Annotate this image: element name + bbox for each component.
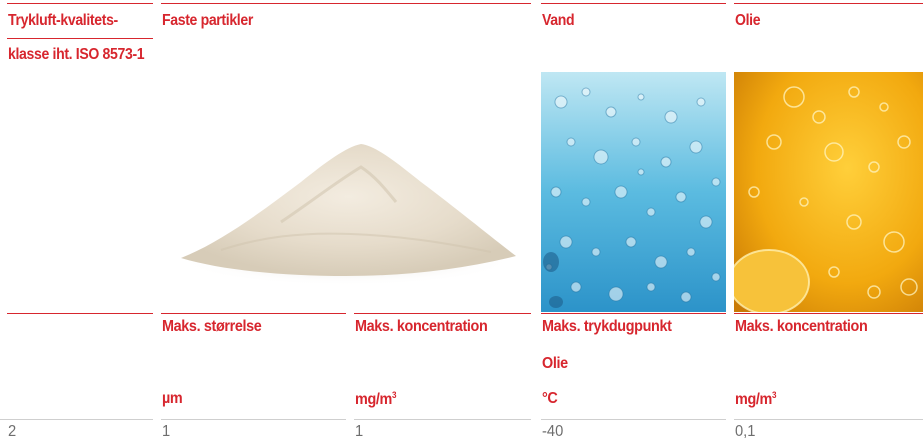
water-droplets-image bbox=[541, 72, 726, 312]
top-line-class bbox=[7, 3, 153, 4]
oil-concentration-unit-base: mg/m bbox=[735, 391, 772, 408]
oil-bubbles-image bbox=[734, 72, 923, 312]
max-concentration-oil-label: Maks. koncentration bbox=[735, 318, 868, 335]
max-size-value: 1 bbox=[162, 423, 171, 440]
oil-header: Olie bbox=[735, 12, 761, 29]
class-header-line2: klasse iht. ISO 8573-1 bbox=[8, 46, 145, 63]
mid-line-class bbox=[7, 313, 153, 314]
row-divider-dewpoint bbox=[541, 419, 726, 420]
oil-concentration-unit-exp: 3 bbox=[771, 390, 777, 400]
mid-line-dewpoint bbox=[541, 313, 726, 314]
particle-concentration-unit-exp: 3 bbox=[391, 390, 397, 400]
max-pressure-dewpoint-label: Maks. trykdugpunkt bbox=[542, 318, 672, 335]
row-divider-oil-conc bbox=[734, 419, 923, 420]
max-size-label: Maks. størrelse bbox=[162, 318, 262, 335]
particle-concentration-unit-base: mg/m bbox=[355, 391, 392, 408]
dewpoint-value: -40 bbox=[542, 423, 564, 440]
water-header: Vand bbox=[542, 12, 575, 29]
oil-row-label: Olie bbox=[542, 355, 568, 372]
class-value: 2 bbox=[8, 423, 17, 440]
top-line-water bbox=[541, 3, 726, 4]
powder-pile-image bbox=[161, 72, 531, 312]
mid-line-size bbox=[161, 313, 346, 314]
row-divider-size bbox=[161, 419, 346, 420]
top-line-particles bbox=[161, 3, 531, 4]
oil-concentration-value: 0,1 bbox=[735, 423, 756, 440]
solid-particles-header: Faste partikler bbox=[162, 12, 253, 29]
mid-line-particle-conc bbox=[354, 313, 531, 314]
row-divider-particle-conc bbox=[354, 419, 531, 420]
class-header-line1: Trykluft-kvalitets- bbox=[8, 12, 118, 29]
size-unit: µm bbox=[162, 390, 183, 407]
class-header-divider bbox=[7, 38, 153, 39]
max-concentration-value: 1 bbox=[355, 423, 364, 440]
dewpoint-unit: °C bbox=[542, 390, 558, 407]
mid-line-oil-conc bbox=[734, 313, 923, 314]
oil-concentration-unit: mg/m3 bbox=[735, 390, 776, 409]
particle-concentration-unit: mg/m3 bbox=[355, 390, 396, 409]
row-divider-class bbox=[0, 419, 153, 420]
max-concentration-particles-label: Maks. koncentration bbox=[355, 318, 488, 335]
top-line-oil bbox=[734, 3, 923, 4]
